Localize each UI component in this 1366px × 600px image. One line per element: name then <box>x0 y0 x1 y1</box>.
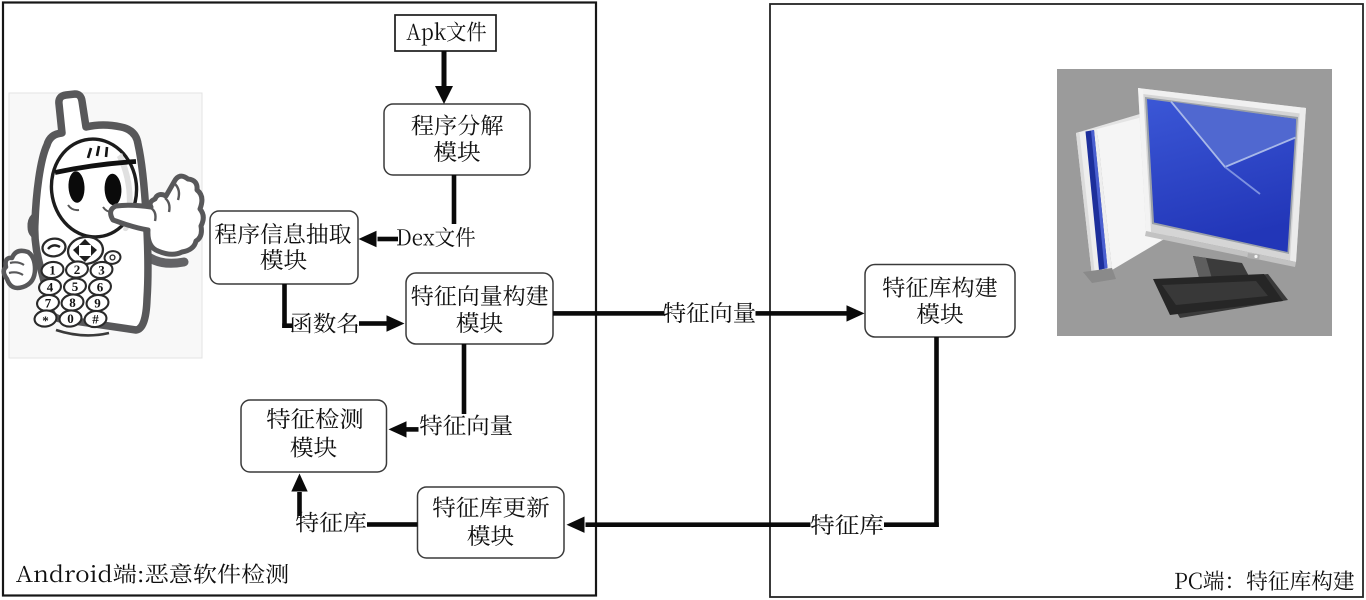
svg-text:4: 4 <box>47 280 54 295</box>
svg-text:5: 5 <box>72 279 79 294</box>
svg-text:8: 8 <box>69 295 76 310</box>
svg-text:2: 2 <box>74 262 81 277</box>
svg-text:#: # <box>92 312 99 327</box>
svg-text:6: 6 <box>97 280 104 295</box>
svg-text:7: 7 <box>45 296 52 311</box>
svg-text:9: 9 <box>94 296 101 311</box>
svg-text:*: * <box>42 313 49 328</box>
svg-text:3: 3 <box>98 263 105 278</box>
svg-text:1: 1 <box>49 263 56 278</box>
svg-text:0: 0 <box>67 311 74 326</box>
